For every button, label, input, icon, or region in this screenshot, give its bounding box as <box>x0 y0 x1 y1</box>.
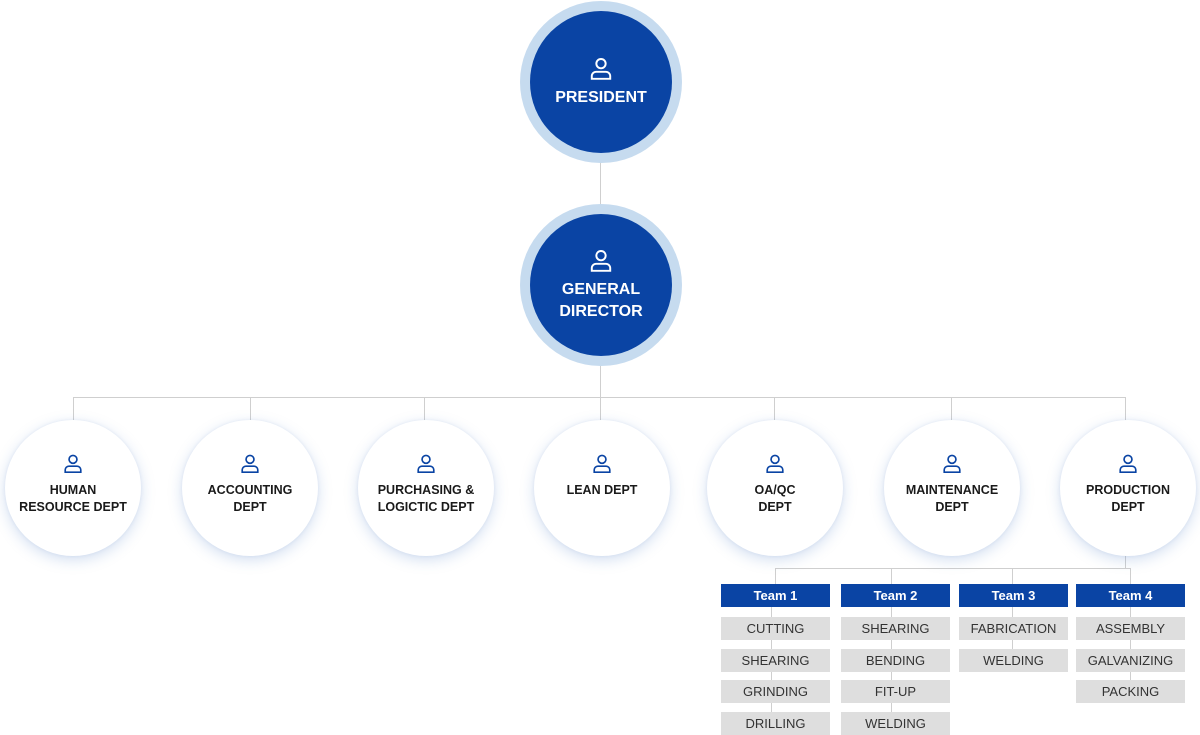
dept-label: HUMAN RESOURCE DEPT <box>19 483 127 514</box>
task-item: DRILLING <box>721 712 830 735</box>
task-item: SHEARING <box>841 617 950 640</box>
president-label: PRESIDENT <box>555 89 647 106</box>
team-4-header: Team 4 <box>1076 584 1185 607</box>
person-icon <box>766 454 784 473</box>
task-item: FIT-UP <box>841 680 950 703</box>
dept-label: MAINTENANCE DEPT <box>905 483 999 514</box>
dept-qa-qc: OA/QC DEPT <box>707 420 843 556</box>
task-item: CUTTING <box>721 617 830 640</box>
dept-production: PRODUCTION DEPT <box>1060 420 1196 556</box>
dept-label: PRODUCTION DEPT <box>1085 483 1171 514</box>
task-item: ASSEMBLY <box>1076 617 1185 640</box>
president-node: PRESIDENT <box>530 11 672 153</box>
team-1-header: Team 1 <box>721 584 830 607</box>
person-icon <box>417 454 435 473</box>
dept-label: LEAN DEPT <box>566 483 638 497</box>
dept-human-resource: HUMAN RESOURCE DEPT <box>5 420 141 556</box>
general-director-label: GENERAL DIRECTOR <box>559 281 643 320</box>
person-icon <box>590 250 612 272</box>
task-item: GALVANIZING <box>1076 649 1185 672</box>
task-item: SHEARING <box>721 649 830 672</box>
person-icon <box>241 454 259 473</box>
person-icon <box>1119 454 1137 473</box>
dept-label: PURCHASING & LOGICTIC DEPT <box>377 483 475 514</box>
task-item: BENDING <box>841 649 950 672</box>
task-item: GRINDING <box>721 680 830 703</box>
task-item: FABRICATION <box>959 617 1068 640</box>
dept-lean: LEAN DEPT <box>534 420 670 556</box>
dept-maintenance: MAINTENANCE DEPT <box>884 420 1020 556</box>
team-2-header: Team 2 <box>841 584 950 607</box>
task-item: PACKING <box>1076 680 1185 703</box>
general-director-node: GENERAL DIRECTOR <box>530 214 672 356</box>
person-icon <box>593 454 611 473</box>
team-3-header: Team 3 <box>959 584 1068 607</box>
task-item: WELDING <box>841 712 950 735</box>
dept-purchasing-logistics: PURCHASING & LOGICTIC DEPT <box>358 420 494 556</box>
person-icon <box>943 454 961 473</box>
dept-accounting: ACCOUNTING DEPT <box>182 420 318 556</box>
task-item: WELDING <box>959 649 1068 672</box>
dept-label: ACCOUNTING DEPT <box>207 483 293 514</box>
person-icon <box>590 58 612 80</box>
dept-label: OA/QC DEPT <box>754 483 796 514</box>
person-icon <box>64 454 82 473</box>
